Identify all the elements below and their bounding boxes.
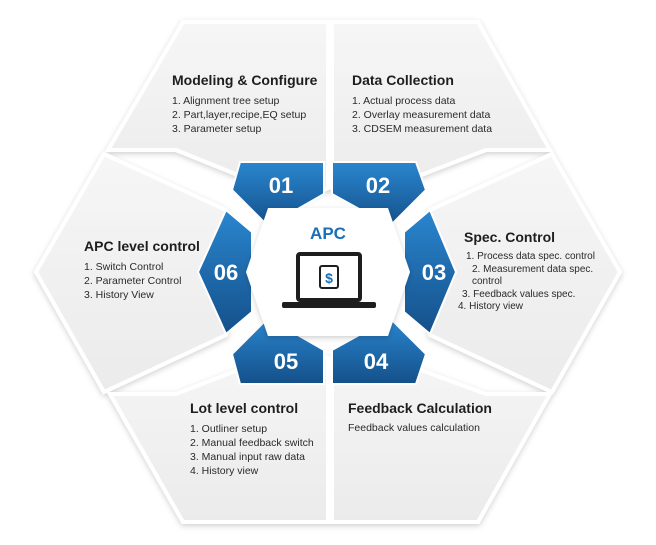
panel-title: Feedback Calculation [348, 400, 492, 416]
panel-data-collection: Data Collection 1. Actual process data 2… [352, 72, 492, 136]
panel-feedback-calculation: Feedback Calculation Feedback values cal… [348, 400, 492, 434]
panel-items: 1. Alignment tree setup 2. Part,layer,re… [172, 94, 317, 136]
step-number-01: 01 [269, 173, 293, 198]
laptop-dollar-icon: $ [282, 252, 376, 308]
list-item: 3. Parameter setup [172, 123, 262, 135]
panel-items: 1. Process data spec. control 2. Measure… [458, 251, 618, 314]
panel-background-05 [106, 343, 330, 524]
center-title: APC [310, 224, 346, 243]
list-item: 2. Manual feedback switch [190, 437, 314, 449]
list-item: 3. Feedback values spec. [462, 288, 576, 300]
outer-panels [33, 20, 623, 524]
panel-title: Modeling & Configure [172, 72, 318, 88]
list-item: 2. Parameter Control [84, 275, 182, 287]
segment-04 [331, 316, 428, 385]
list-item: 1. Outliner setup [190, 423, 268, 435]
list-item: 4. History view [190, 465, 259, 477]
list-item: 2. Part,layer,recipe,EQ setup [172, 109, 307, 121]
list-item: 1. Alignment tree setup [172, 95, 280, 107]
list-item: 3. CDSEM measurement data [352, 123, 493, 135]
list-item: 4. History view [458, 301, 524, 312]
segment-03 [403, 208, 458, 336]
step-number-02: 02 [366, 173, 390, 198]
list-item: 3. History View [84, 289, 154, 301]
panel-modeling-configure: Modeling & Configure 1. Alignment tree s… [172, 72, 317, 136]
panel-apc-level-control: APC level control 1. Switch Control 2. P… [84, 238, 200, 302]
panel-description: Feedback values calculation [348, 422, 480, 434]
panel-spec-control: Spec. Control 1. Process data spec. cont… [458, 229, 618, 314]
panel-items: 1. Outliner setup 2. Manual feedback swi… [190, 422, 314, 478]
step-number-05: 05 [274, 349, 298, 374]
panel-items: 1. Actual process data 2. Overlay measur… [352, 94, 492, 136]
panel-title: Data Collection [352, 72, 454, 88]
list-item: 2. Overlay measurement data [352, 109, 491, 121]
list-item: 1. Actual process data [352, 95, 456, 107]
segment-05 [230, 316, 325, 385]
list-item: 3. Manual input raw data [190, 451, 305, 463]
segment-06 [196, 208, 253, 336]
panel-items: 1. Switch Control 2. Parameter Control 3… [84, 260, 200, 302]
panel-title: Spec. Control [464, 229, 556, 245]
list-item: 1. Switch Control [84, 261, 164, 273]
blue-ring [196, 161, 458, 385]
segment-02 [331, 161, 428, 228]
list-item: 2. Measurement data spec. control [472, 263, 594, 288]
step-number-04: 04 [364, 349, 389, 374]
step-number-06: 06 [214, 260, 238, 285]
svg-text:$: $ [325, 270, 333, 286]
panel-lot-level-control: Lot level control 1. Outliner setup 2. M… [190, 400, 314, 478]
panel-title: Lot level control [190, 400, 299, 416]
list-item: 1. Process data spec. control [466, 251, 595, 262]
panel-title: APC level control [84, 238, 200, 254]
step-number-03: 03 [422, 260, 446, 285]
step-numbers: 01 02 03 04 05 06 [214, 173, 446, 374]
